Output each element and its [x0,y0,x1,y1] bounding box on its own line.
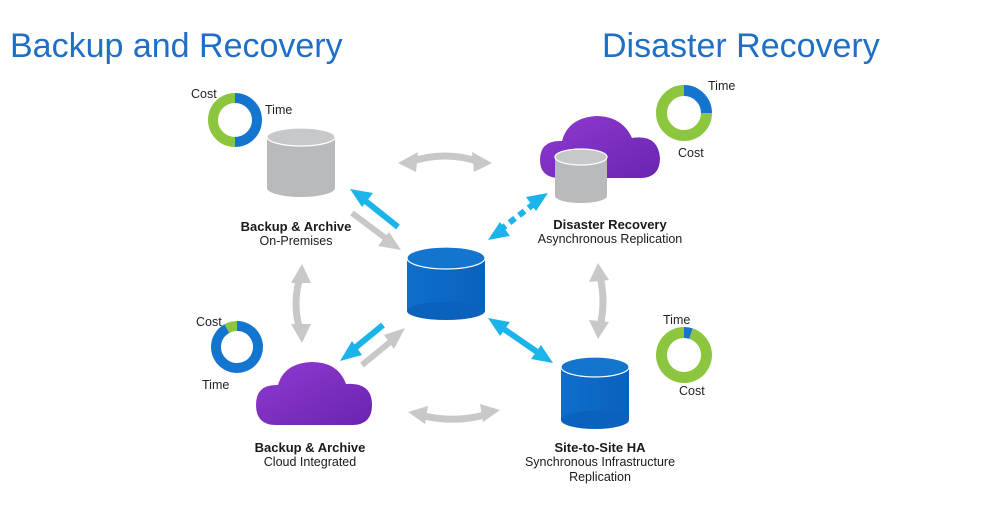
arrow-center-ha-sync [488,318,553,363]
donut-cost-slice [224,321,238,334]
node-label-ha: Site-to-Site HA Synchronous Infrastructu… [510,440,690,485]
donut-onprem-time-label: Time [265,103,293,117]
donut-cost-slice [656,327,712,383]
node-title: Site-to-Site HA [554,440,646,455]
donut-chart-dr [656,85,712,141]
arrow-center-to-onprem [350,189,400,230]
donut-ha-cost-label: Cost [679,384,705,398]
cycle-arrow-bottom [408,404,500,424]
arrow-center-dr-async [488,193,548,240]
node-subtitle: Synchronous Infrastructure [524,455,676,469]
donut-dr-time-label: Time [708,79,736,93]
node-label-onprem: Backup & Archive On-Premises [226,219,366,249]
donut-time-slice [234,93,262,147]
backup-recovery-heading: Backup and Recovery [10,27,343,65]
donut-time-slice [211,321,263,373]
donut-cloud-cost-label: Cost [196,315,222,329]
donut-cost-slice [656,85,712,141]
node-label-cloud: Backup & Archive Cloud Integrated [240,440,380,470]
donut-time-slice [683,327,693,339]
node-title: Backup & Archive [240,219,352,234]
arrow-center-to-cloud [340,322,385,361]
node-subtitle-2: Replication [569,470,631,484]
donut-time-slice [683,85,712,114]
node-label-dr: Disaster Recovery Asynchronous Replicati… [520,217,700,247]
donut-ha-time-label: Time [663,313,691,327]
cycle-arrow-right [589,263,609,339]
central-database-icon [406,246,486,320]
donut-chart-cloud [211,321,263,373]
ha-database-icon [560,356,630,429]
dr-database-icon [554,148,608,203]
disaster-recovery-heading: Disaster Recovery [602,27,880,65]
node-subtitle: Asynchronous Replication [537,232,683,246]
cycle-arrow-left [291,264,311,343]
donut-chart-onprem [208,93,262,147]
node-subtitle: Cloud Integrated [263,455,357,469]
arrow-cloud-to-center [360,328,405,368]
cycle-arrow-top [398,152,492,172]
donut-chart-ha [656,327,712,383]
cloud-integrated-icon [256,362,372,425]
donut-cost-slice [208,93,236,147]
donut-onprem-cost-label: Cost [191,87,217,101]
node-subtitle: On-Premises [259,234,333,248]
node-title: Backup & Archive [254,440,366,455]
arrow-onprem-to-center [350,210,401,250]
node-title: Disaster Recovery [553,217,667,232]
donut-dr-cost-label: Cost [678,146,704,160]
donut-cloud-time-label: Time [202,378,230,392]
onprem-database-icon [266,127,336,197]
